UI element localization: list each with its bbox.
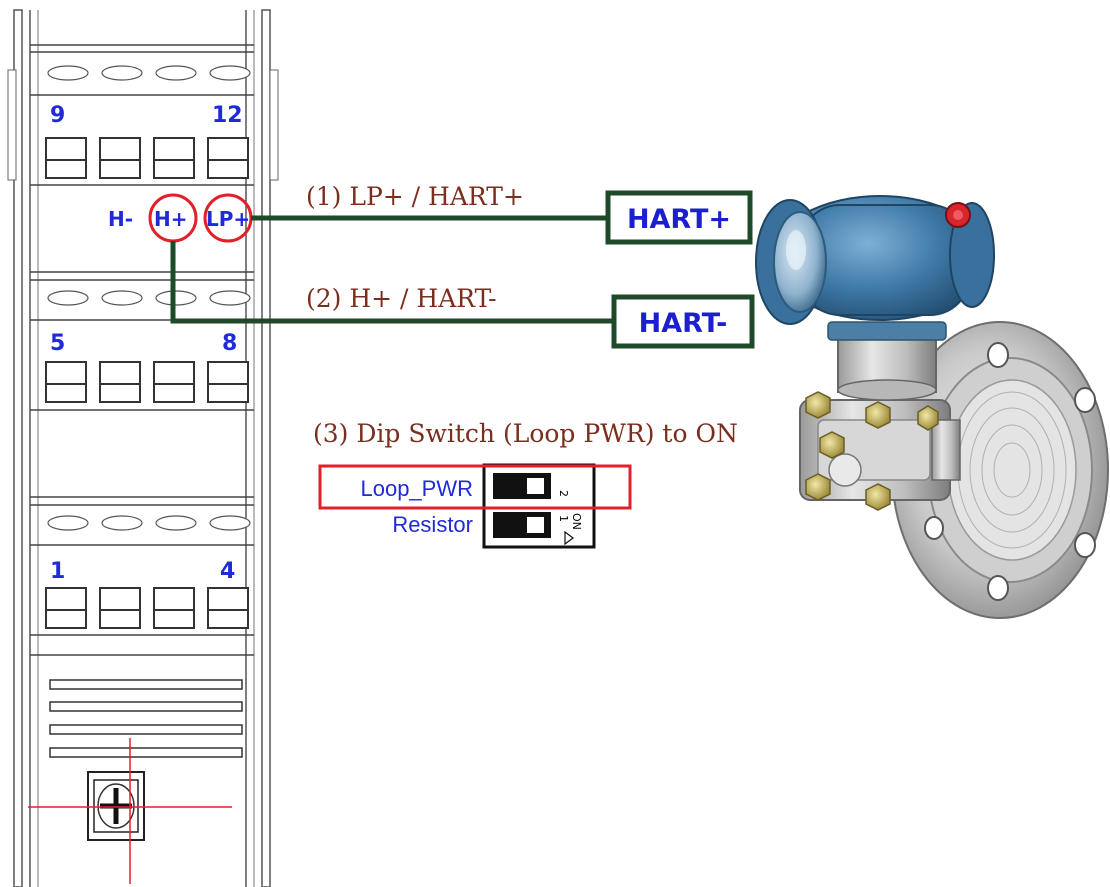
terminal-number-9: 9 (50, 103, 65, 128)
hart-plus-label: HART+ (627, 204, 731, 235)
release-latch (87, 771, 145, 841)
terminal-number-5: 5 (50, 331, 65, 356)
hart-plus-box: HART+ (605, 190, 753, 245)
step-2-text: (2) H+ / HART- (306, 284, 497, 313)
hart-minus-label: HART- (639, 308, 728, 339)
loop-pwr-highlight (318, 464, 632, 510)
dip-switch-number-1: 1 (557, 515, 570, 522)
terminal-block: 9 12 5 8 1 4 H- H+ LP+ (7, 9, 279, 887)
screw-row-bottom (47, 515, 251, 531)
dip-switch: 2 1 ON Loop_PWR Resistor (318, 463, 632, 549)
step-1-text: (1) LP+ / HART+ (306, 182, 524, 211)
on-arrow-icon (564, 530, 574, 546)
terminal-number-12: 12 (212, 103, 243, 128)
terminal-row-1-4 (45, 587, 249, 629)
wires (170, 215, 614, 324)
pressure-transmitter-icon (755, 195, 1109, 619)
vent-slots (49, 679, 243, 758)
dip-switch-number-2: 2 (557, 490, 570, 497)
step-3-text: (3) Dip Switch (Loop PWR) to ON (313, 419, 738, 448)
terminal-row-9-12 (45, 137, 249, 179)
pin-label-h-minus: H- (108, 207, 133, 231)
loop-pwr-label: Loop_PWR (360, 476, 473, 501)
crosshair-icon (28, 738, 232, 884)
pin-label-h-plus: H+ (154, 207, 188, 231)
terminal-number-4: 4 (220, 559, 235, 584)
resistor-label: Resistor (392, 512, 473, 537)
dip-switch-on-label: ON (570, 513, 583, 530)
pin-label-lp-plus: LP+ (206, 207, 250, 231)
terminal-row-5-8 (45, 361, 249, 403)
terminal-number-8: 8 (222, 331, 237, 356)
wire-h-plus-to-hart-minus (170, 241, 614, 324)
hart-minus-box: HART- (611, 294, 755, 349)
screw-row-mid (47, 290, 251, 306)
terminal-number-1: 1 (50, 559, 65, 584)
screw-row-top (47, 65, 251, 81)
